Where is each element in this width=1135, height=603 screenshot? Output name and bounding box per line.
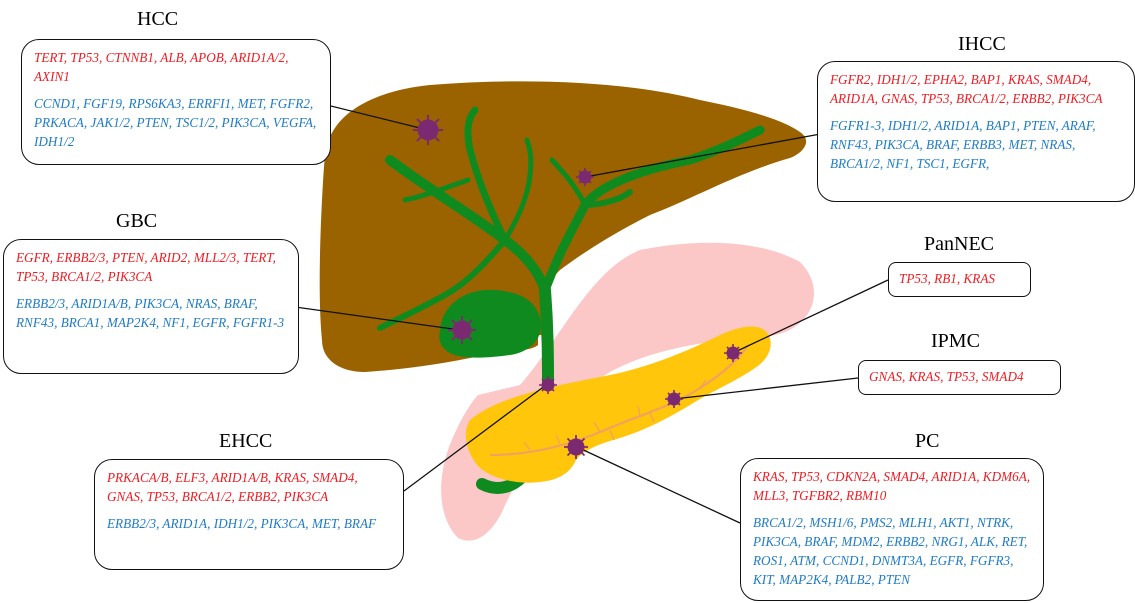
ipmc-mutation-box: GNAS, KRAS, TP53, SMAD4: [858, 360, 1061, 395]
gbc-tumor-icon: [448, 316, 476, 344]
ihcc-upregulated-genes: FGFR2, IDH1/2, EPHA2, BAP1, KRAS, SMAD4,…: [830, 70, 1122, 108]
gbc-mutation-box: EGFR, ERBB2/3, PTEN, ARID2, MLL2/3, TERT…: [3, 239, 299, 374]
gbc-downregulated-genes: ERBB2/3, ARID1A/B, PIK3CA, NRAS, BRAF, R…: [16, 294, 286, 332]
ehcc-downregulated-genes: ERBB2/3, ARID1A, IDH1/2, PIK3CA, MET, BR…: [107, 514, 391, 533]
ipmc-title: IPMC: [931, 330, 980, 353]
pc-upregulated-genes: KRAS, TP53, CDKN2A, SMAD4, ARID1A, KDM6A…: [753, 467, 1031, 505]
ipmc-upregulated-genes: GNAS, KRAS, TP53, SMAD4: [869, 367, 1050, 386]
pannec-upregulated-genes: TP53, RB1, KRAS: [899, 269, 1020, 288]
pc-title: PC: [915, 430, 939, 453]
pc-tumor-icon: [564, 435, 588, 459]
ihcc-downregulated-genes: FGFR1-3, IDH1/2, ARID1A, BAP1, PTEN, ARA…: [830, 116, 1122, 173]
hcc-title: HCC: [137, 8, 178, 31]
ihcc-title: IHCC: [958, 33, 1006, 56]
pannec-title: PanNEC: [924, 233, 994, 256]
gbc-title: GBC: [116, 210, 157, 233]
hcc-tumor-icon: [413, 115, 443, 145]
pc-mutation-box: KRAS, TP53, CDKN2A, SMAD4, ARID1A, KDM6A…: [740, 458, 1044, 601]
ehcc-mutation-box: PRKACA/B, ELF3, ARID1A/B, KRAS, SMAD4, G…: [94, 459, 404, 570]
hcc-downregulated-genes: CCND1, FGF19, RPS6KA3, ERRFI1, MET, FGFR…: [34, 94, 318, 151]
gbc-upregulated-genes: EGFR, ERBB2/3, PTEN, ARID2, MLL2/3, TERT…: [16, 248, 286, 286]
pannec-mutation-box: TP53, RB1, KRAS: [888, 262, 1031, 297]
pc-connector: [577, 447, 740, 523]
hcc-mutation-box: TERT, TP53, CTNNB1, ALB, APOB, ARID1A/2,…: [21, 39, 331, 165]
ehcc-upregulated-genes: PRKACA/B, ELF3, ARID1A/B, KRAS, SMAD4, G…: [107, 468, 391, 506]
ihcc-mutation-box: FGFR2, IDH1/2, EPHA2, BAP1, KRAS, SMAD4,…: [817, 61, 1135, 202]
pc-downregulated-genes: BRCA1/2, MSH1/6, PMS2, MLH1, AKT1, NTRK,…: [753, 513, 1031, 589]
hcc-upregulated-genes: TERT, TP53, CTNNB1, ALB, APOB, ARID1A/2,…: [34, 48, 318, 86]
ehcc-title: EHCC: [219, 430, 272, 453]
